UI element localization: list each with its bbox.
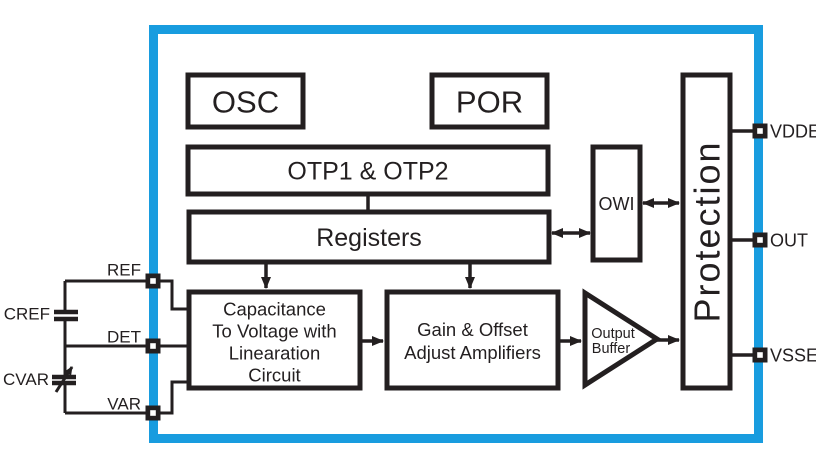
cref-capacitor	[54, 309, 78, 322]
var-pin-label: VAR	[107, 395, 141, 414]
vsse-pin-pad	[752, 347, 768, 363]
c2v-label: Capacitance To Voltage with Linearation …	[212, 299, 336, 386]
otp-label: OTP1 & OTP2	[287, 158, 448, 186]
ref-pin-label: REF	[107, 261, 141, 280]
osc-block	[185, 72, 306, 130]
cvar-variable-arrow-icon	[54, 366, 74, 393]
var-wire	[65, 380, 188, 415]
svg-text:Capacitance: Capacitance	[223, 299, 326, 320]
gain-block	[384, 289, 561, 391]
det-pin-pad	[145, 338, 161, 354]
svg-text:Adjust Amplifiers: Adjust Amplifiers	[404, 342, 541, 363]
svg-text:To Voltage with: To Voltage with	[212, 321, 336, 342]
protection-block	[680, 72, 733, 391]
var-pin-pad	[145, 405, 161, 421]
out-pin-label: OUT	[770, 231, 808, 251]
vdde-pin-pad	[752, 123, 768, 139]
por-block	[429, 72, 550, 130]
cvar-capacitor	[52, 366, 76, 393]
svg-text:Gain & Offset: Gain & Offset	[417, 319, 528, 340]
otp-block	[185, 144, 551, 197]
owi-block	[590, 144, 643, 263]
protection-label: Protection	[687, 140, 728, 322]
osc-label: OSC	[212, 85, 279, 120]
cvar-label: CVAR	[3, 370, 49, 389]
registers-label: Registers	[316, 224, 422, 252]
vdde-pin-label: VDDE	[770, 122, 816, 142]
output-buffer-label: Output Buffer	[591, 326, 635, 357]
svg-text:Buffer: Buffer	[592, 341, 631, 357]
por-label: POR	[456, 85, 523, 120]
owi-label: OWI	[599, 194, 635, 214]
ref-pin-pad	[145, 273, 161, 289]
svg-text:Linearation: Linearation	[229, 343, 321, 364]
output-buffer-triangle	[582, 288, 662, 390]
ref-wire	[65, 279, 188, 311]
gain-label: Gain & Offset Adjust Amplifiers	[404, 319, 541, 363]
out-pin-pad	[752, 232, 768, 248]
c2v-block	[186, 289, 363, 391]
registers-block	[186, 209, 552, 265]
det-pin-label: DET	[107, 328, 141, 347]
vsse-pin-label: VSSE	[770, 346, 816, 366]
cref-label: CREF	[4, 305, 50, 324]
svg-text:Circuit: Circuit	[248, 365, 300, 386]
svg-text:Output: Output	[591, 326, 635, 342]
